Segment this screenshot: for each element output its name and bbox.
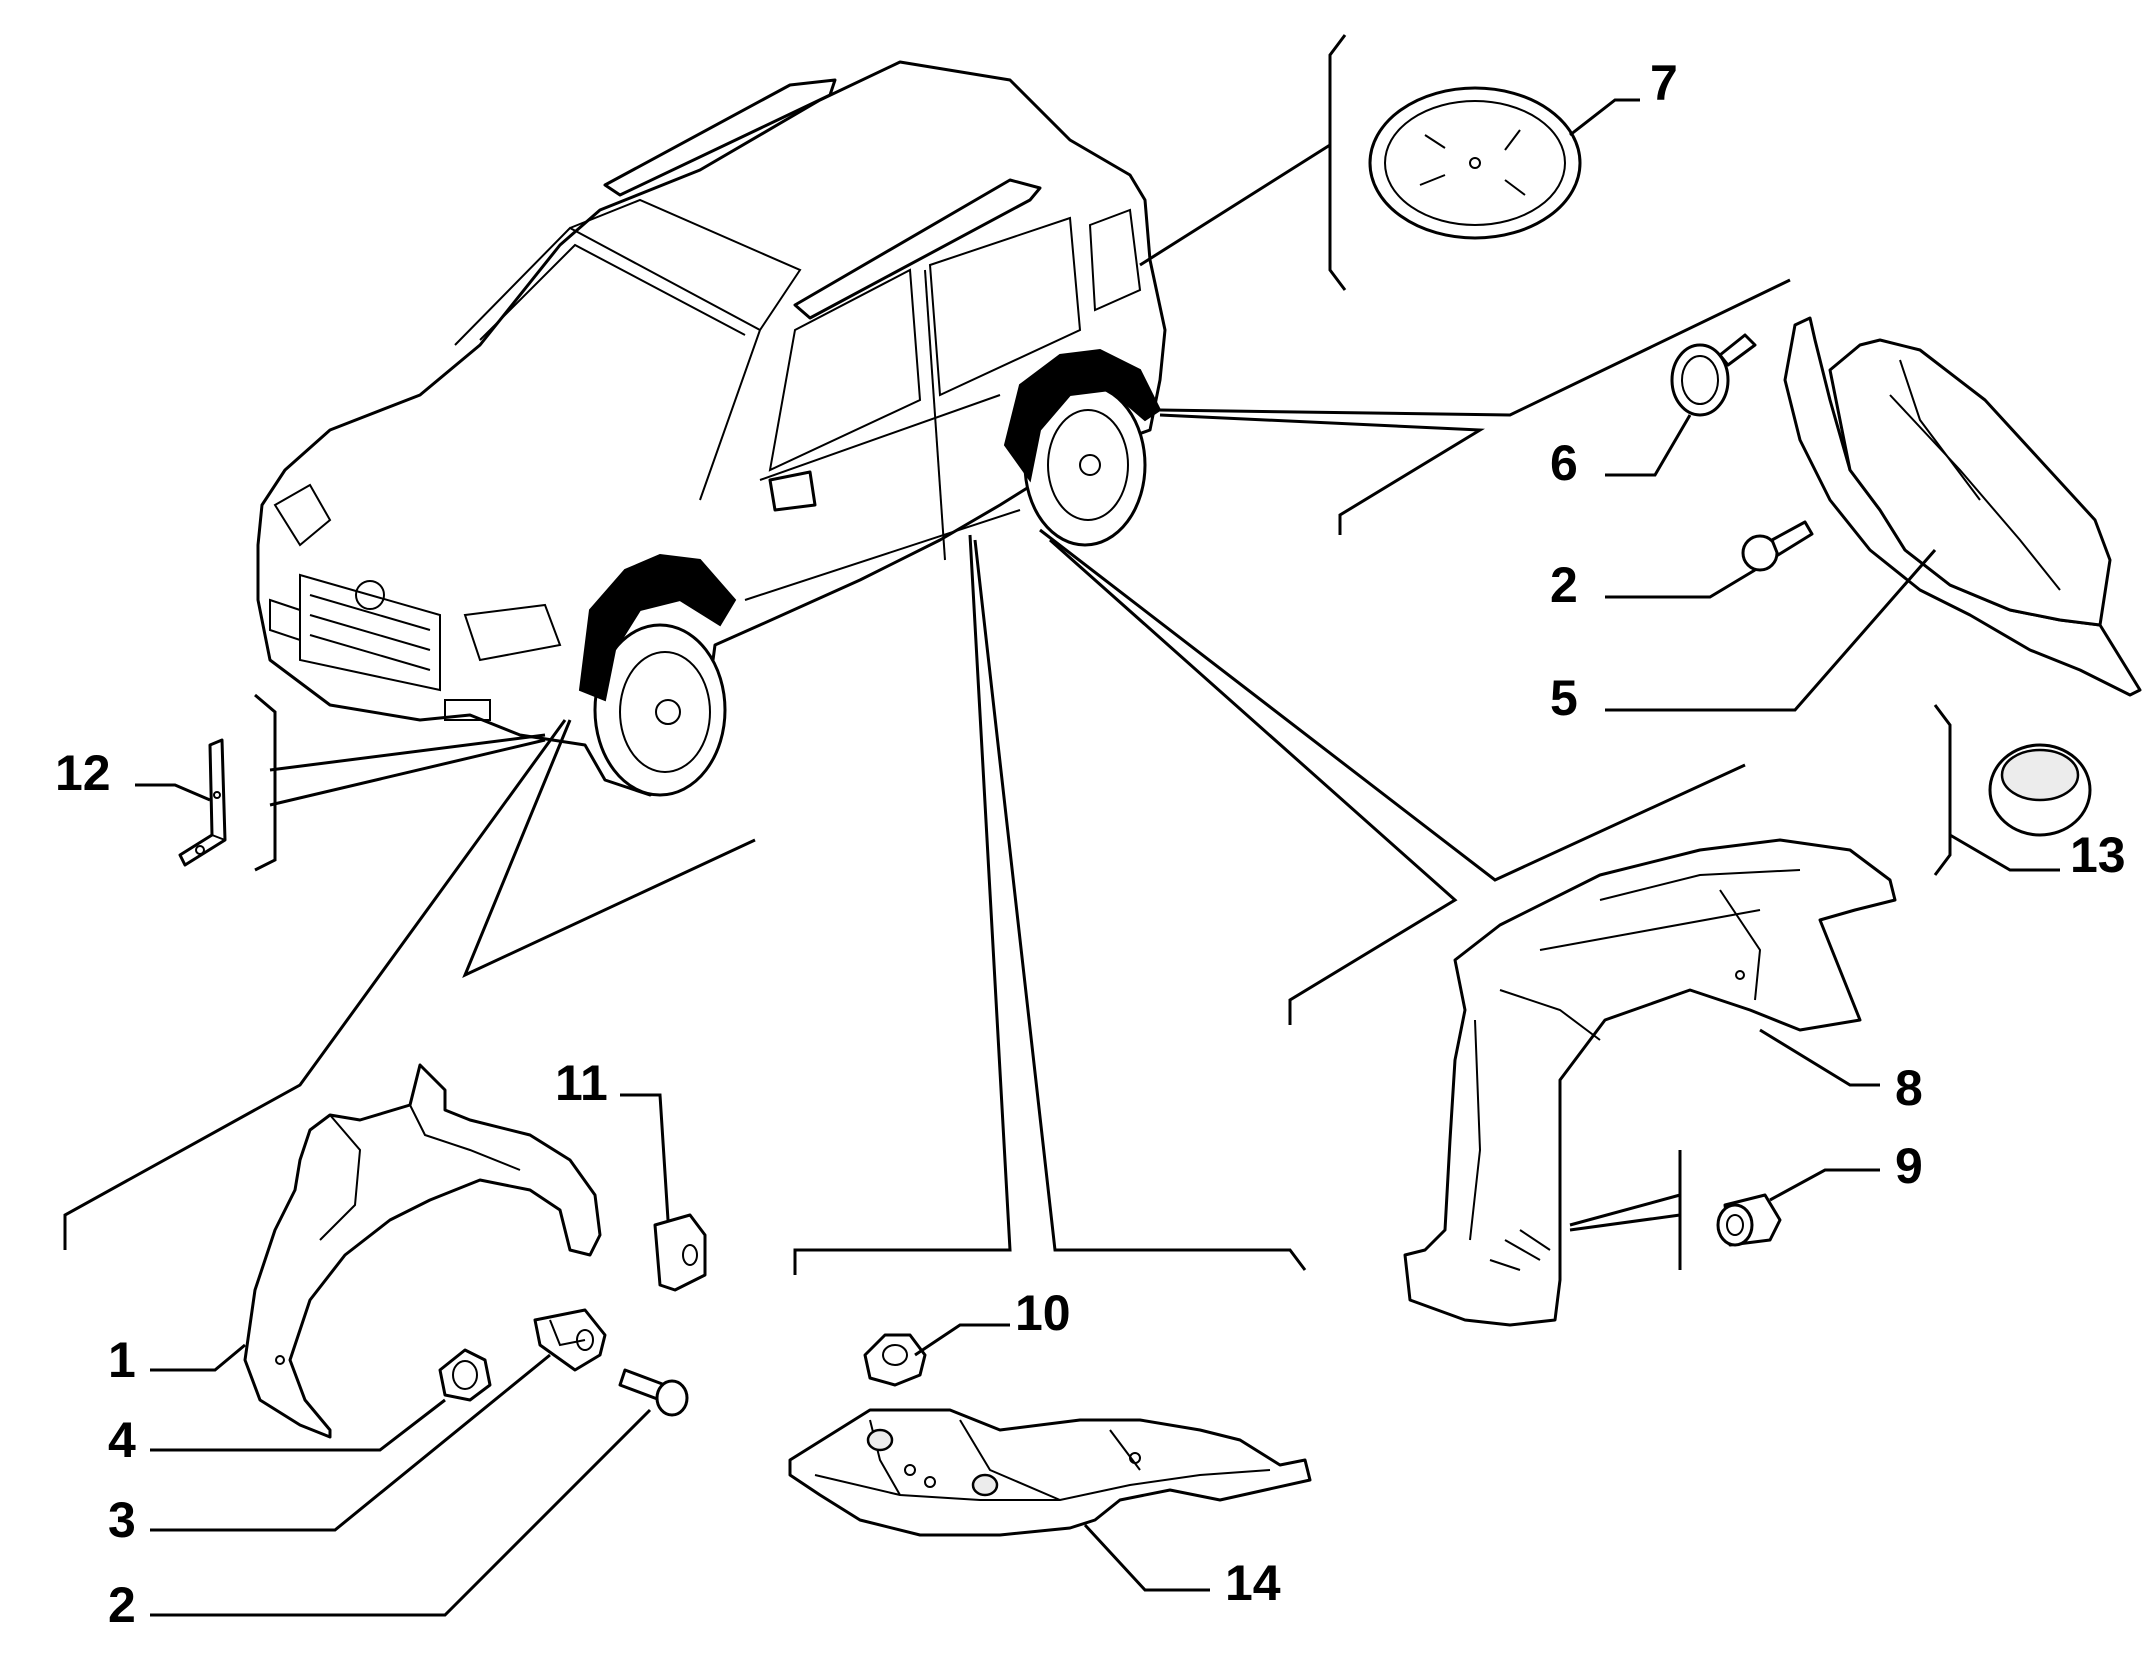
callout-10: 10: [1015, 1285, 1071, 1341]
wheel-arch-cap: [1368, 86, 1640, 240]
underbody-shield: [788, 1408, 1312, 1592]
round-plug: [1933, 704, 2092, 876]
screw-front: [150, 1368, 689, 1617]
callout-4: 4: [108, 1412, 136, 1468]
callout-9: 9: [1895, 1138, 1923, 1194]
callout-11: 11: [555, 1055, 608, 1111]
car-illustration: [256, 60, 1167, 797]
nut: [150, 1348, 492, 1452]
rear-wheelhouse-liner-small: [1605, 316, 2142, 712]
callout-2: 2: [108, 1577, 136, 1633]
callout-8: 8: [1895, 1060, 1923, 1116]
callout-5: 5: [1550, 670, 1578, 726]
speed-clip: [620, 1093, 707, 1292]
hex-nut: [863, 1323, 1010, 1387]
callout-12: 12: [55, 745, 111, 801]
rear-wheelhouse-liner: [1403, 838, 1897, 1327]
callout-6: 6: [1550, 435, 1578, 491]
callout-2: 2: [1550, 557, 1578, 613]
leader-lines: [63, 34, 1791, 1275]
clip-nut: [150, 1308, 607, 1532]
rivet-nut: [1716, 1168, 1880, 1247]
push-clip: [1605, 333, 1757, 477]
callout-3: 3: [108, 1492, 136, 1548]
callout-13: 13: [2070, 827, 2126, 883]
callout-labels: 7 6 2 5 12 13 8 9 11 10 1 4 3 2 14: [55, 55, 2126, 1633]
front-wheelhouse-liner: [150, 1063, 602, 1439]
callout-7: 7: [1650, 55, 1678, 111]
screw-rear: [1605, 520, 1814, 599]
bracket: [135, 738, 227, 867]
callout-14: 14: [1225, 1555, 1281, 1611]
callout-1: 1: [108, 1332, 136, 1388]
